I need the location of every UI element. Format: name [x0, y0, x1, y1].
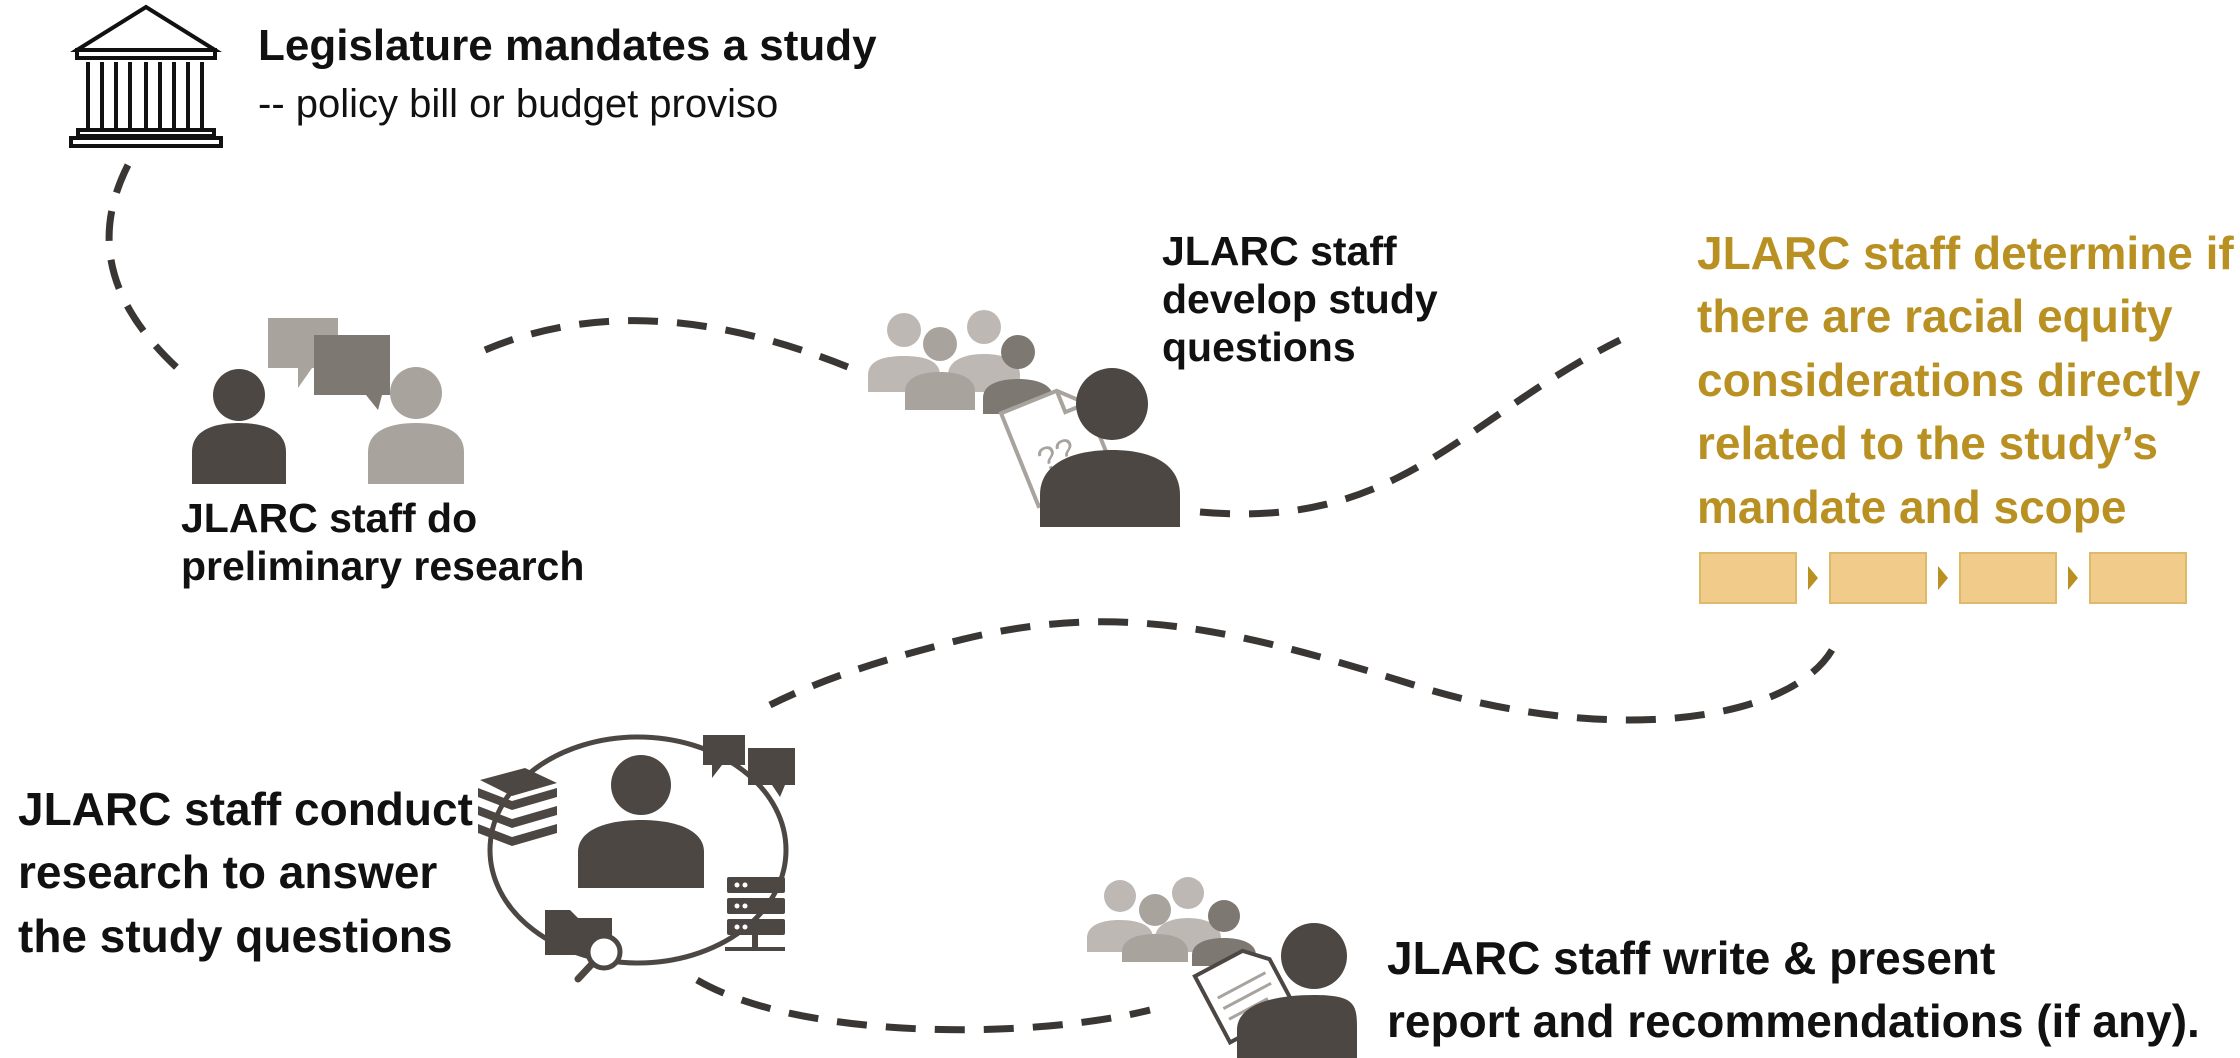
mandate-title: Legislature mandates a study: [258, 21, 877, 70]
research-cycle-icon: [478, 734, 795, 983]
equity-line-5: mandate and scope: [1697, 480, 2127, 533]
write-report-label: JLARC staff write & present report and r…: [1387, 927, 2200, 1054]
process-steps-icon: [1699, 552, 2187, 604]
conduct-line-3: the study questions: [18, 909, 453, 962]
equity-line-1: JLARC staff determine if: [1697, 227, 2234, 279]
group-with-report-icon: [1087, 877, 1357, 1058]
develop-questions-label: JLARC staff develop study questions: [1162, 228, 1438, 372]
two-people-chat-icon: [192, 318, 464, 484]
mandate-subtitle: -- policy bill or budget proviso: [258, 82, 779, 126]
capitol-building-icon: [69, 4, 223, 148]
conduct-research-label: JLARC staff conduct research to answer t…: [18, 778, 473, 968]
preliminary-research-label: JLARC staff do preliminary research: [181, 495, 584, 591]
questions-line-2: develop study: [1162, 275, 1438, 322]
preliminary-line-2: preliminary research: [181, 542, 585, 589]
dashed-path: [105, 163, 1835, 1034]
equity-line-4: related to the study’s: [1697, 417, 2158, 470]
equity-line-2: there are racial equity: [1697, 290, 2173, 343]
questions-line-1: JLARC staff: [1162, 228, 1397, 274]
questions-line-3: questions: [1162, 323, 1356, 370]
racial-equity-label: JLARC staff determine if there are racia…: [1697, 222, 2234, 539]
equity-line-3: considerations directly: [1697, 353, 2201, 406]
conduct-line-1: JLARC staff conduct: [18, 783, 473, 835]
report-line-2: report and recommendations (if any).: [1387, 995, 2200, 1048]
group-with-question-doc-icon: ??: [868, 310, 1180, 527]
preliminary-line-1: JLARC staff do: [181, 495, 478, 541]
report-line-1: JLARC staff write & present: [1387, 932, 1996, 984]
conduct-line-2: research to answer: [18, 846, 438, 899]
